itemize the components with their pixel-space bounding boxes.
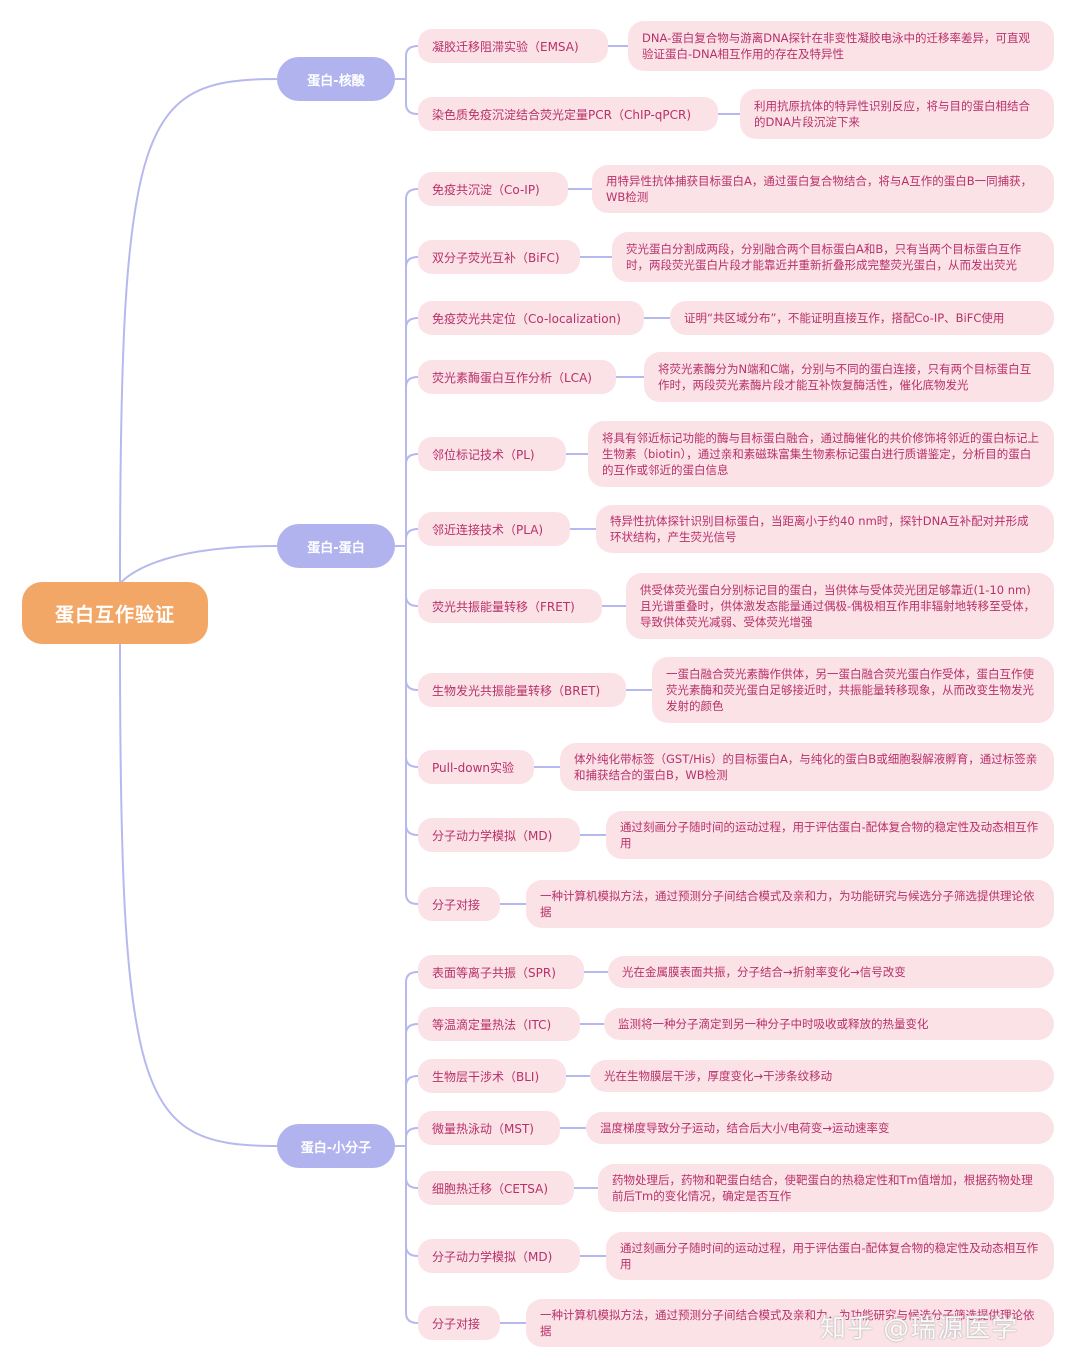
method-node: 邻近连接技术（PLA) — [418, 512, 570, 546]
category-node: 蛋白-小分子 — [277, 1124, 395, 1168]
method-description: 药物处理后，药物和靶蛋白结合，使靶蛋白的热稳定性和Tm值增加，根据药物处理前后T… — [598, 1164, 1054, 1212]
method-description: 监测将一种分子滴定到另一种分子中时吸收或释放的热量变化 — [604, 1008, 1054, 1040]
method-description: 将具有邻近标记功能的酶与目标蛋白融合，通过酶催化的共价修饰将邻近的蛋白标记上生物… — [588, 421, 1054, 487]
method-connector-line — [405, 1127, 419, 1139]
method-connector-line — [405, 453, 419, 465]
method-node: Pull-down实验 — [418, 750, 534, 784]
method-description: 用特异性抗体捕获目标蛋白A，通过蛋白复合物结合，将与A互作的蛋白B一同捕获，WB… — [592, 165, 1054, 213]
method-node: 分子动力学模拟（MD) — [418, 1239, 580, 1273]
method-node: 生物层干涉术（BLI) — [418, 1059, 566, 1093]
method-node: 等温滴定量热法（ITC) — [418, 1007, 580, 1041]
root-branch-line — [119, 78, 278, 584]
method-description: 光在金属膜表面共振，分子结合→折射率变化→信号改变 — [608, 956, 1054, 988]
method-node: 微量热泳动（MST) — [418, 1111, 560, 1145]
method-connector-line — [405, 595, 419, 607]
method-node: 凝胶迁移阻滞实验（EMSA) — [418, 29, 608, 63]
method-connector-line — [405, 1312, 419, 1324]
method-description: 证明“共区域分布”，不能证明直接互作，搭配Co-IP、BiFC使用 — [670, 301, 1054, 335]
method-connector-line — [405, 1177, 419, 1189]
method-connector-line — [405, 188, 419, 200]
method-connector-line — [405, 103, 419, 115]
method-connector-line — [405, 256, 419, 268]
method-connector-line — [405, 528, 419, 540]
method-description: 一种计算机模拟方法，通过预测分子间结合模式及亲和力，为功能研究与候选分子筛选提供… — [526, 1299, 1054, 1347]
method-connector-line — [405, 971, 419, 983]
method-description: 温度梯度导致分子运动，结合后大小/电荷变→运动速率变 — [586, 1112, 1054, 1144]
method-node: 邻位标记技术（PL) — [418, 437, 566, 471]
method-node: 分子动力学模拟（MD) — [418, 818, 580, 852]
method-connector-line — [405, 756, 419, 768]
method-connector-line — [405, 824, 419, 836]
root-node: 蛋白互作验证 — [22, 582, 208, 644]
method-connector-line — [405, 376, 419, 388]
method-connector-line — [405, 317, 419, 329]
method-connector-line — [405, 679, 419, 691]
method-connector-line — [405, 1075, 419, 1087]
method-description: 供受体荧光蛋白分别标记目的蛋白，当供体与受体荧光团足够靠近(1-10 nm)且光… — [626, 573, 1054, 639]
method-node: 荧光共振能量转移（FRET) — [418, 589, 602, 623]
category-node: 蛋白-核酸 — [277, 57, 395, 101]
method-connector-line — [405, 1023, 419, 1035]
method-description: 利用抗原抗体的特异性识别反应，将与目的蛋白相结合的DNA片段沉淀下来 — [740, 89, 1054, 139]
method-node: 免疫共沉淀（Co-IP) — [418, 172, 568, 206]
root-branch-line — [119, 545, 278, 585]
method-node: 免疫荧光共定位（Co-localization) — [418, 301, 644, 335]
brand-watermark: 知乎 @瑞源医学 — [820, 1314, 1019, 1344]
method-node: 生物发光共振能量转移（BRET) — [418, 673, 626, 707]
method-node: 细胞热迁移（CETSA) — [418, 1171, 574, 1205]
method-node: 分子对接 — [418, 887, 500, 921]
method-description: 特异性抗体探针识别目标蛋白，当距离小于约40 nm时，探针DNA互补配对并形成环… — [596, 505, 1054, 553]
method-description: 一蛋白融合荧光素酶作供体，另一蛋白融合荧光蛋白作受体，蛋白互作使荧光素酶和荧光蛋… — [652, 657, 1054, 723]
method-connector-line — [405, 1245, 419, 1257]
method-description: DNA-蛋白复合物与游离DNA探针在非变性凝胶电泳中的迁移率差异，可直观验证蛋白… — [628, 21, 1054, 71]
method-description: 体外纯化带标签（GST/His）的目标蛋白A，与纯化的蛋白B或细胞裂解液孵育，通… — [560, 743, 1054, 791]
method-node: 双分子荧光互补（BiFC) — [418, 240, 580, 274]
method-description: 光在生物膜层干涉，厚度变化→干涉条纹移动 — [590, 1060, 1054, 1092]
method-description: 荧光蛋白分割成两段，分别融合两个目标蛋白A和B，只有当两个目标蛋白互作时，两段荧… — [612, 232, 1054, 282]
method-description: 将荧光素酶分为N端和C端，分别与不同的蛋白连接，只有两个目标蛋白互作时，两段荧光… — [644, 352, 1054, 402]
method-description: 通过刻画分子随时间的运动过程，用于评估蛋白-配体复合物的稳定性及动态相互作用 — [606, 1232, 1054, 1280]
category-node: 蛋白-蛋白 — [277, 524, 395, 568]
method-connector-line — [405, 893, 419, 905]
method-node: 分子对接 — [418, 1306, 500, 1340]
method-description: 通过刻画分子随时间的运动过程，用于评估蛋白-配体复合物的稳定性及动态相互作用 — [606, 811, 1054, 859]
method-node: 荧光素酶蛋白互作分析（LCA) — [418, 360, 616, 394]
method-description: 一种计算机模拟方法，通过预测分子间结合模式及亲和力，为功能研究与候选分子筛选提供… — [526, 880, 1054, 928]
method-connector-line — [405, 45, 419, 57]
method-node: 染色质免疫沉淀结合荧光定量PCR（ChIP-qPCR) — [418, 97, 718, 131]
method-node: 表面等离子共振（SPR) — [418, 955, 584, 989]
root-branch-line — [119, 642, 278, 1147]
